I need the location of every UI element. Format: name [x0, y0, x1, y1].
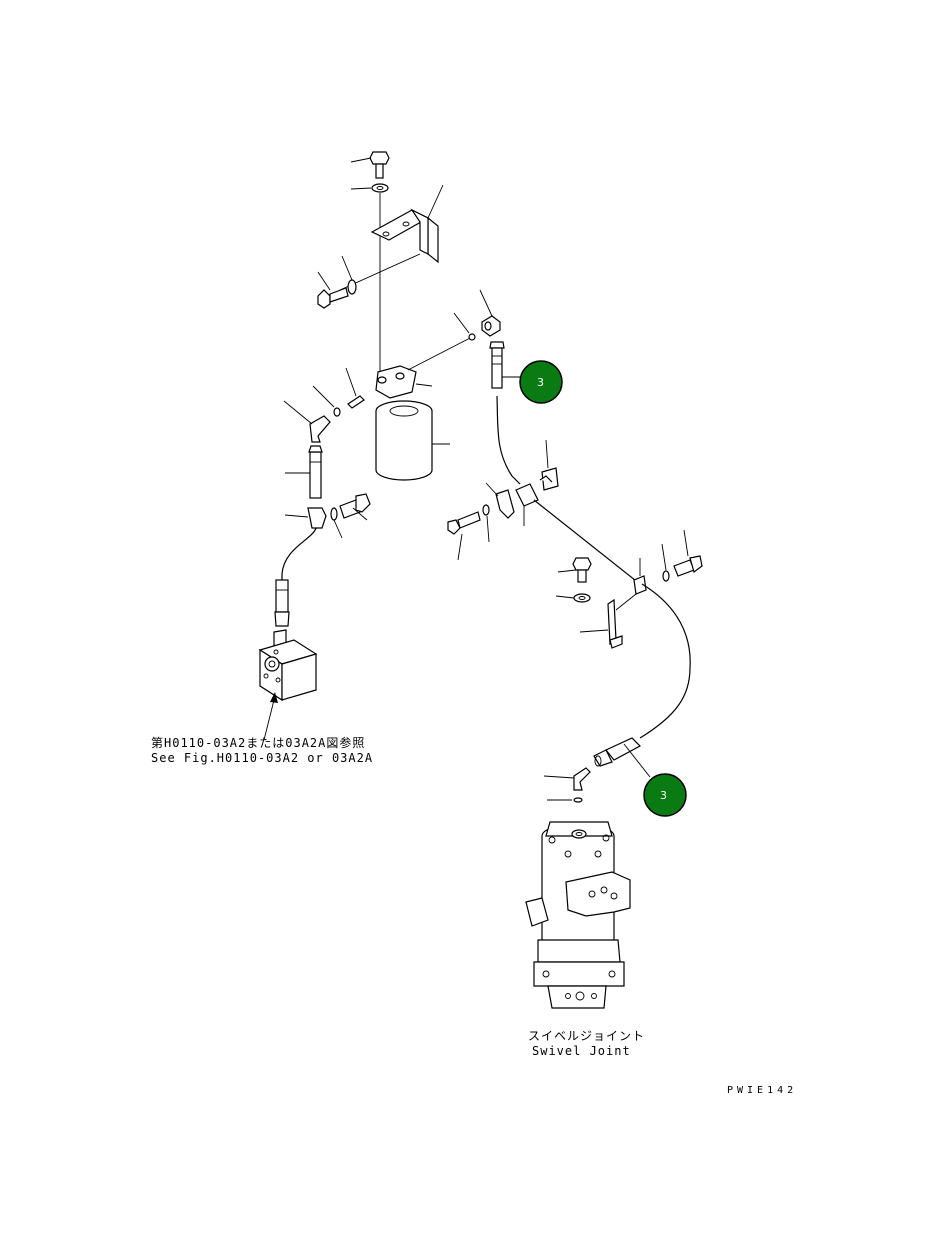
- elbow-left[interactable]: [283, 400, 331, 443]
- filter-head[interactable]: [375, 365, 433, 399]
- elbow-lower[interactable]: [543, 767, 591, 791]
- swivel-joint-label-en: Swivel Joint: [532, 1044, 631, 1058]
- side-bolt[interactable]: [317, 271, 349, 309]
- swivel-joint-label-jp: スイベルジョイント: [528, 1029, 646, 1043]
- head-hose-line: [407, 336, 473, 371]
- clamp-block[interactable]: [515, 483, 539, 526]
- left-hose-upper[interactable]: [285, 445, 323, 499]
- reference-note-en: See Fig.H0110-03A2 or 03A2A: [151, 751, 374, 765]
- hose-run-line[interactable]: [533, 499, 641, 585]
- clamp-bolt[interactable]: [447, 511, 481, 561]
- mounting-bracket[interactable]: [370, 184, 444, 264]
- top-bolt[interactable]: [350, 151, 390, 179]
- reference-note-jp: 第H0110-03A2または03A2A図参照: [151, 736, 366, 750]
- swivel-joint[interactable]: [525, 821, 631, 1009]
- left-tee-fitting[interactable]: [284, 507, 327, 529]
- bracket-right-bolt[interactable]: [673, 529, 703, 577]
- callout-3-lower-label: 3: [660, 789, 667, 802]
- oring-left[interactable]: [312, 385, 341, 417]
- hose-clamp-right[interactable]: [633, 558, 647, 595]
- top-washer[interactable]: [350, 183, 389, 193]
- hose-curve-right[interactable]: [639, 583, 691, 739]
- clamp-upper[interactable]: [539, 439, 559, 491]
- drawing-code: PWIE142: [727, 1085, 798, 1096]
- hose-3-lower[interactable]: [593, 737, 651, 778]
- callout-3-lower[interactable]: 3: [643, 773, 687, 817]
- oring-upper[interactable]: [453, 312, 476, 341]
- filter-cartridge[interactable]: [375, 400, 450, 481]
- clamp-plate[interactable]: [485, 482, 515, 519]
- long-bracket[interactable]: [579, 598, 623, 649]
- hose-3-upper[interactable]: [489, 341, 522, 485]
- mid-washer[interactable]: [555, 593, 591, 603]
- callout-3-upper-label: 3: [537, 376, 544, 389]
- reference-arrow: [263, 692, 278, 741]
- left-hose-end[interactable]: [274, 579, 290, 627]
- mid-bolt[interactable]: [557, 557, 592, 583]
- valve-block[interactable]: [258, 629, 318, 702]
- clamp-washer[interactable]: [482, 504, 490, 543]
- head-fitting[interactable]: [345, 367, 365, 409]
- left-washer[interactable]: [330, 507, 343, 539]
- left-hose-line[interactable]: [281, 527, 317, 580]
- callout-3-upper[interactable]: 3: [519, 360, 563, 404]
- elbow-upper-right[interactable]: [479, 289, 501, 337]
- bracket-right-washer[interactable]: [661, 543, 670, 582]
- left-bolt[interactable]: [339, 493, 371, 521]
- bracket-arm-line: [615, 593, 637, 611]
- oring-lower[interactable]: [547, 797, 583, 803]
- side-washer[interactable]: [341, 255, 357, 295]
